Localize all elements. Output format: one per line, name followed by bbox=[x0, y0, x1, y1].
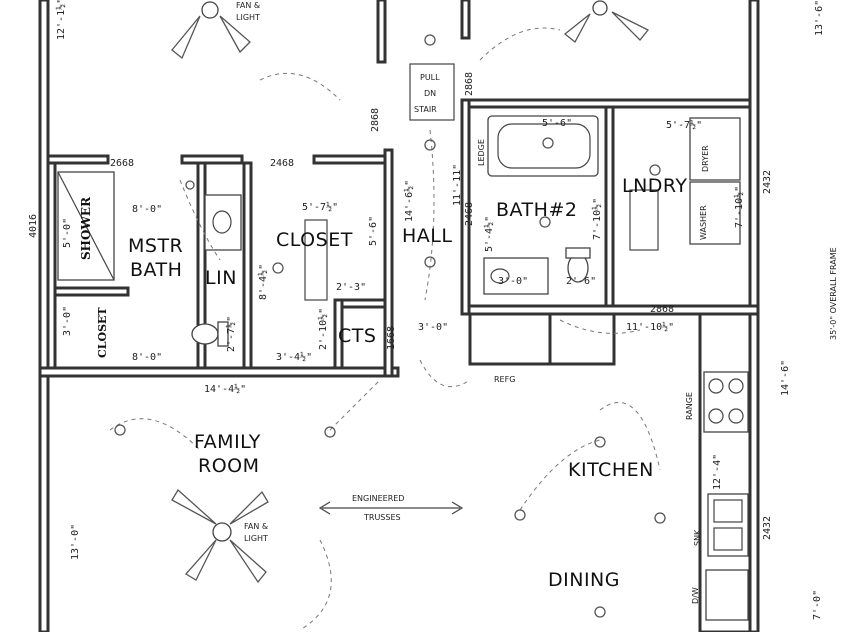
exterior-walls bbox=[38, 0, 760, 632]
svg-text:7'-0": 7'-0" bbox=[812, 590, 823, 620]
dryer bbox=[689, 117, 741, 181]
svg-text:REFG: REFG bbox=[494, 375, 515, 384]
svg-text:FAN &: FAN & bbox=[236, 1, 260, 10]
vanity bbox=[204, 194, 242, 251]
svg-text:LIGHT: LIGHT bbox=[244, 534, 268, 543]
lin-label: LIN bbox=[205, 267, 237, 289]
sink bbox=[483, 257, 549, 295]
dimension-labels: 12'-1½" 13'-6" 2868 2868 2668 2468 2468 … bbox=[28, 0, 825, 620]
ceiling-fan-top-right-icon bbox=[563, 0, 650, 43]
mstr-bath-label-2: BATH bbox=[130, 259, 182, 281]
svg-text:11'-11": 11'-11" bbox=[452, 164, 463, 206]
svg-text:5'-7½": 5'-7½" bbox=[666, 119, 702, 131]
svg-text:2'-10½": 2'-10½" bbox=[317, 308, 329, 350]
svg-text:2868: 2868 bbox=[370, 108, 381, 132]
svg-text:LIGHT: LIGHT bbox=[236, 13, 260, 22]
svg-text:14'-6½": 14'-6½" bbox=[403, 180, 415, 222]
svg-text:12'-4": 12'-4" bbox=[712, 454, 723, 490]
interior-walls bbox=[46, 0, 752, 632]
svg-text:11'-10½": 11'-10½" bbox=[626, 321, 674, 333]
svg-text:WASHER: WASHER bbox=[699, 205, 708, 240]
small-closet-label: CLOSET bbox=[96, 307, 109, 358]
svg-text:5'-6": 5'-6" bbox=[542, 118, 572, 129]
svg-text:DN: DN bbox=[424, 89, 436, 98]
svg-text:4016: 4016 bbox=[28, 214, 39, 238]
svg-text:14'-4½": 14'-4½" bbox=[204, 383, 246, 395]
svg-text:LEDGE: LEDGE bbox=[477, 139, 486, 166]
annotations: FAN & LIGHT FAN & LIGHT PULL DN STAIR LE… bbox=[236, 1, 838, 604]
svg-text:14'-6": 14'-6" bbox=[780, 360, 791, 396]
range bbox=[703, 371, 749, 433]
shower-label: SHOWER bbox=[79, 196, 93, 260]
dining-label: DINING bbox=[548, 569, 620, 591]
svg-text:2'-3": 2'-3" bbox=[336, 282, 366, 293]
washer bbox=[689, 181, 741, 245]
svg-text:2432: 2432 bbox=[762, 516, 773, 540]
ceiling-fan-family-icon bbox=[171, 488, 269, 584]
closet-label: CLOSET bbox=[276, 229, 353, 251]
family-room-label-2: ROOM bbox=[198, 455, 260, 477]
svg-text:8'-0": 8'-0" bbox=[132, 352, 162, 363]
bathtub bbox=[487, 115, 599, 177]
svg-text:STAIR: STAIR bbox=[414, 105, 437, 114]
svg-text:5'-4½": 5'-4½" bbox=[483, 216, 495, 252]
svg-text:ENGINEERED: ENGINEERED bbox=[352, 494, 404, 503]
svg-text:FAN &: FAN & bbox=[244, 522, 268, 531]
svg-text:8'-4½": 8'-4½" bbox=[257, 264, 269, 300]
kitchen-sink bbox=[707, 493, 749, 557]
family-room-label: FAMILY bbox=[194, 431, 261, 453]
hall-label: HALL bbox=[402, 225, 452, 247]
svg-text:2432: 2432 bbox=[762, 170, 773, 194]
fixtures bbox=[57, 63, 749, 621]
svg-text:13'-0": 13'-0" bbox=[70, 524, 81, 560]
pull-down-stair bbox=[409, 63, 455, 121]
room-labels: FAMILY ROOM KITCHEN DINING HALL CLOSET M… bbox=[79, 175, 688, 591]
svg-text:2668: 2668 bbox=[110, 158, 134, 169]
svg-text:5'-6": 5'-6" bbox=[368, 216, 379, 246]
svg-text:1668: 1668 bbox=[386, 326, 397, 350]
svg-text:2868: 2868 bbox=[464, 72, 475, 96]
svg-text:7'-10½": 7'-10½" bbox=[591, 198, 603, 240]
svg-text:35'-0" OVERALL FRAME: 35'-0" OVERALL FRAME bbox=[829, 247, 838, 340]
svg-text:3'-0": 3'-0" bbox=[418, 322, 448, 333]
svg-text:12'-1½": 12'-1½" bbox=[55, 0, 67, 40]
svg-text:RANGE: RANGE bbox=[685, 392, 694, 420]
svg-text:3'-0": 3'-0" bbox=[498, 276, 528, 287]
svg-text:2468: 2468 bbox=[270, 158, 294, 169]
svg-text:5'-0": 5'-0" bbox=[62, 218, 73, 248]
svg-text:13'-6": 13'-6" bbox=[814, 0, 825, 36]
cts-label: CTS bbox=[338, 325, 376, 347]
light-fixtures bbox=[114, 34, 666, 618]
ceiling-fan-top-icon bbox=[171, 1, 251, 60]
svg-text:8'-0": 8'-0" bbox=[132, 204, 162, 215]
kitchen-label: KITCHEN bbox=[568, 459, 654, 481]
trusses-arrow bbox=[318, 501, 464, 515]
svg-text:DRYER: DRYER bbox=[701, 145, 710, 172]
svg-text:D/W: D/W bbox=[691, 587, 700, 604]
svg-text:7'-10½": 7'-10½" bbox=[733, 186, 745, 228]
svg-text:2'-6": 2'-6" bbox=[566, 276, 596, 287]
svg-text:5'-7½": 5'-7½" bbox=[302, 201, 338, 213]
mstr-bath-label: MSTR bbox=[128, 235, 183, 257]
svg-text:2'-7½": 2'-7½" bbox=[225, 316, 237, 352]
lndry-label: LNDRY bbox=[622, 175, 688, 197]
bath2-label: BATH#2 bbox=[496, 199, 577, 221]
svg-text:2868: 2868 bbox=[650, 304, 674, 315]
mstr-toilet bbox=[191, 323, 219, 345]
svg-text:3'-4½": 3'-4½" bbox=[276, 351, 312, 363]
svg-text:3'-0": 3'-0" bbox=[62, 306, 73, 336]
svg-text:TRUSSES: TRUSSES bbox=[363, 513, 401, 522]
svg-text:2468: 2468 bbox=[464, 202, 475, 226]
svg-text:PULL: PULL bbox=[420, 73, 440, 82]
svg-text:SNK: SNK bbox=[693, 529, 702, 546]
dishwasher bbox=[705, 569, 749, 621]
